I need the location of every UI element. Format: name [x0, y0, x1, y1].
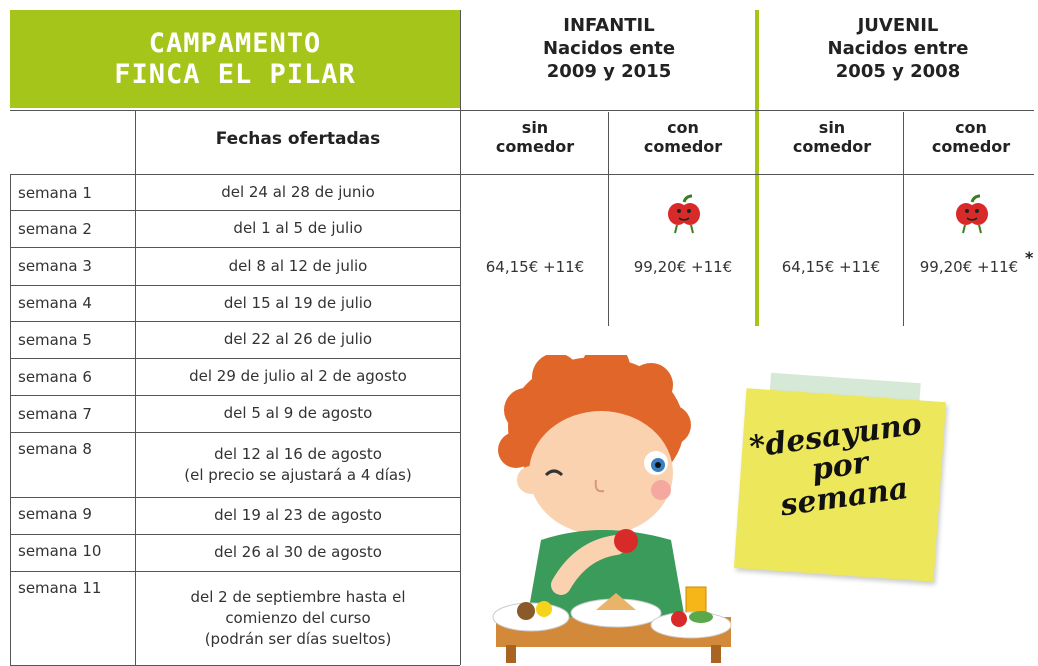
week-label: semana 3 [18, 257, 92, 275]
apple-icon [956, 194, 988, 234]
subheader-infantil-sin: sin comedor [462, 118, 608, 156]
row-divider [135, 247, 460, 248]
date-line: del 29 de julio al 2 de agosto [189, 367, 407, 385]
subheader-line2: comedor [643, 137, 723, 156]
title-line-2: FINCA EL PILAR [114, 59, 356, 90]
date-line: del 19 al 23 de agosto [214, 506, 382, 524]
divider [135, 110, 136, 665]
title-banner: CAMPAMENTO FINCA EL PILAR [10, 10, 460, 108]
dates-column-header: Fechas ofertadas [215, 129, 381, 149]
date-line: del 5 al 9 de agosto [223, 404, 373, 422]
apple-icon [668, 194, 700, 234]
week-label: semana 6 [18, 367, 92, 386]
camp-title: CAMPAMENTO FINCA EL PILAR [114, 28, 356, 90]
date-line: del 1 al 5 de julio [233, 219, 363, 237]
divider [460, 112, 461, 665]
week-dates: del 19 al 23 de agosto [136, 497, 460, 534]
divider [10, 174, 11, 665]
week-dates: del 2 de septiembre hasta el comienzo del… [136, 571, 460, 665]
subheader-line1: sin [818, 118, 846, 137]
subheader-line1: con [955, 118, 987, 137]
group-born-label: Nacidos ente [542, 38, 676, 59]
date-line: del 12 al 16 de agosto [214, 444, 382, 463]
row-divider [10, 210, 135, 211]
group-name: JUVENIL [857, 15, 939, 36]
divider [10, 110, 1034, 111]
group-header-infantil: INFANTIL Nacidos ente 2009 y 2015 [463, 14, 755, 83]
row-divider [10, 321, 135, 322]
price-infantil-con: 99,20€ +11€ [633, 258, 733, 276]
week-dates: del 29 de julio al 2 de agosto [136, 358, 460, 395]
week-label: semana 5 [18, 330, 92, 349]
week-label: semana 8 [18, 440, 92, 458]
date-line: del 22 al 26 de julio [223, 330, 373, 348]
week-dates: del 26 al 30 de agosto [136, 534, 460, 571]
week-dates: del 5 al 9 de agosto [136, 395, 460, 432]
row-divider [135, 358, 460, 359]
week-label: semana 2 [18, 219, 92, 238]
row-divider [135, 432, 460, 433]
date-line: del 24 al 28 de junio [221, 183, 375, 201]
row-divider [10, 285, 135, 286]
asterisk: * [1025, 248, 1034, 267]
row-divider [135, 321, 460, 322]
subheader-juvenil-con: con comedor [906, 118, 1036, 156]
date-line: del 15 al 19 de julio [223, 293, 373, 312]
subheader-line2: comedor [495, 137, 575, 156]
subheader-line2: comedor [792, 137, 872, 156]
row-divider [135, 497, 460, 498]
row-divider [135, 571, 460, 572]
week-label: semana 4 [18, 294, 92, 312]
group-header-juvenil: JUVENIL Nacidos entre 2005 y 2008 [762, 14, 1034, 83]
week-dates: del 15 al 19 de julio [136, 285, 460, 321]
subheader-line2: comedor [931, 137, 1011, 156]
week-label: semana 9 [18, 505, 92, 523]
week-label: semana 10 [18, 542, 102, 560]
row-divider [10, 247, 135, 248]
row-divider [135, 210, 460, 211]
week-label: semana 11 [18, 579, 102, 597]
group-years: 2009 y 2015 [546, 61, 672, 82]
boy-eating-illustration [492, 355, 732, 663]
subheader-infantil-con: con comedor [610, 118, 756, 156]
price-infantil-sin: 64,15€ +11€ [485, 258, 585, 276]
week-label: semana 1 [18, 183, 92, 202]
date-line: del 2 de septiembre hasta el [190, 587, 406, 606]
group-divider [755, 10, 759, 326]
price-juvenil-con: 99,20€ +11€ [919, 258, 1019, 276]
week-dates: del 8 al 12 de julio [136, 247, 460, 285]
week-dates: del 12 al 16 de agosto (el precio se ajus… [136, 432, 460, 497]
week-dates: del 24 al 28 de junio [136, 175, 460, 210]
row-divider [135, 395, 460, 396]
date-line: (el precio se ajustará a 4 días) [184, 465, 412, 484]
week-dates: del 1 al 5 de julio [136, 210, 460, 247]
divider [903, 112, 904, 326]
week-dates: del 22 al 26 de julio [136, 321, 460, 358]
row-divider [135, 285, 460, 286]
subheader-line1: sin [521, 118, 549, 137]
price-juvenil-sin: 64,15€ +11€ [781, 258, 881, 276]
group-name: INFANTIL [563, 15, 655, 36]
row-divider [135, 534, 460, 535]
divider [460, 10, 461, 112]
group-years: 2005 y 2008 [835, 61, 961, 82]
divider [10, 174, 1034, 175]
week-label: semana 7 [18, 404, 92, 423]
date-line: comienzo del curso [225, 608, 371, 627]
subheader-line1: con [667, 118, 699, 137]
date-line: del 8 al 12 de julio [228, 256, 368, 275]
date-line: (podrán ser días sueltos) [204, 629, 392, 648]
group-born-label: Nacidos entre [827, 38, 969, 59]
date-line: del 26 al 30 de agosto [214, 543, 382, 561]
subheader-juvenil-sin: sin comedor [760, 118, 904, 156]
title-line-1: CAMPAMENTO [148, 28, 322, 59]
divider [608, 112, 609, 326]
